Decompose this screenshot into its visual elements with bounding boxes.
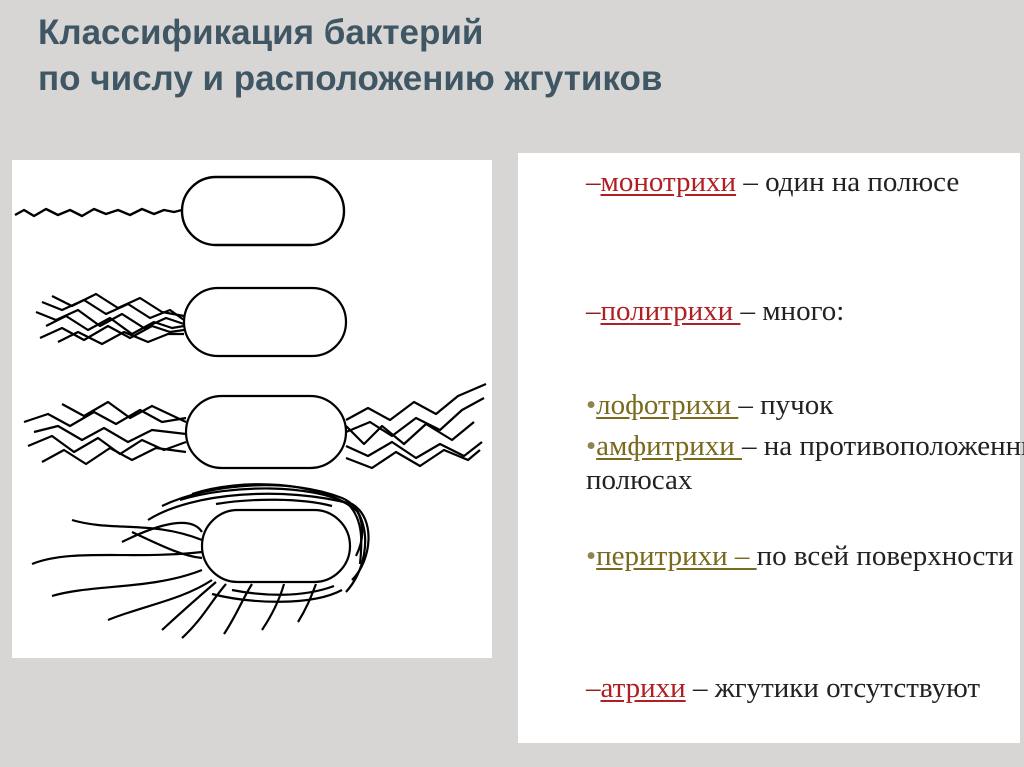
bacteria-flagella-diagram <box>14 175 487 639</box>
list-item-amphitrichi: •амфитрихи – на противоположенных полюса… <box>528 429 1024 497</box>
term-atrichi: атрихи <box>600 672 686 704</box>
title-line-2: по числу и расположению жгутиков <box>38 59 663 98</box>
desc-atrichi: – жгутики отсутствуют <box>685 672 981 704</box>
term-peritrichi: перитрихи – <box>596 540 757 572</box>
peritrichous-bacterium-icon <box>31 483 370 639</box>
list-item-monotrichi: –монотрихи – один на полюсе <box>528 165 1024 199</box>
bullet-marker: • <box>586 389 597 421</box>
term-amphitrichi: амфитрихи <box>596 430 743 462</box>
list-item-polytrichi: –политрихи – много: <box>528 294 1024 328</box>
title-line-1: Классификация бактерий <box>38 13 484 52</box>
bacteria-figure-panel <box>12 160 492 658</box>
desc-polytrichi: – много: <box>740 295 845 327</box>
list-item-atrichi: –атрихи – жгутики отсутствуют <box>528 671 1024 705</box>
dash-marker: – <box>586 672 601 704</box>
list-item-lophotrichi: •лофотрихи – пучок <box>528 388 1024 422</box>
bullet-marker: • <box>586 430 597 462</box>
term-monotrichi: монотрихи <box>600 166 737 198</box>
term-lophotrichi: лофотрихи <box>596 389 739 421</box>
desc-monotrichi: – один на полюсе <box>736 166 960 198</box>
classification-text-panel: –монотрихи – один на полюсе –политрихи –… <box>518 153 1024 743</box>
amphitrichous-bacterium-icon <box>23 382 487 470</box>
slide-title: Классификация бактерий по числу и распол… <box>38 10 998 102</box>
dash-marker: – <box>586 295 601 327</box>
desc-lophotrichi: – пучок <box>738 389 834 421</box>
dash-marker: – <box>586 166 601 198</box>
list-item-peritrichi: •перитрихи – по всей поверхности <box>528 539 1024 573</box>
monotrichous-bacterium-icon <box>14 175 346 247</box>
desc-amphitrichi: – на противоположенных полюсах <box>586 430 1024 496</box>
lophotrichous-bacterium-icon <box>35 286 348 358</box>
desc-peritrichi: по всей поверхности <box>756 540 1014 572</box>
bullet-marker: • <box>586 540 597 572</box>
term-polytrichi: политрихи <box>600 295 741 327</box>
